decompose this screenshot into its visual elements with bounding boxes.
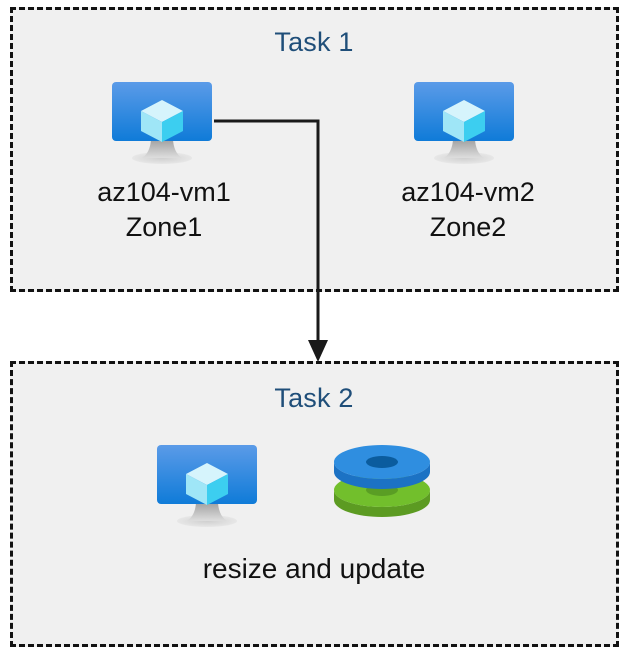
vm1-label-line2: Zone1 bbox=[125, 212, 203, 242]
vm2-label-line2: Zone2 bbox=[429, 212, 507, 242]
vm1-label-line1: az104-vm1 bbox=[97, 177, 231, 207]
managed-disks-icon bbox=[330, 440, 434, 526]
virtual-machine-icon bbox=[412, 80, 516, 166]
virtual-machine-icon bbox=[155, 443, 259, 529]
task-2-caption: resize and update bbox=[202, 553, 426, 584]
task-2-title: Task 2 bbox=[274, 383, 354, 413]
virtual-machine-icon bbox=[110, 80, 214, 166]
task-2-container bbox=[10, 361, 619, 647]
vm2-label: az104-vm2 Zone2 bbox=[348, 175, 588, 245]
blue-disk bbox=[334, 445, 430, 489]
vm2-label-line1: az104-vm2 bbox=[401, 177, 535, 207]
down-arrowhead bbox=[308, 340, 328, 362]
task-1-title: Task 1 bbox=[274, 27, 354, 57]
vm1-label: az104-vm1 Zone1 bbox=[44, 175, 284, 245]
